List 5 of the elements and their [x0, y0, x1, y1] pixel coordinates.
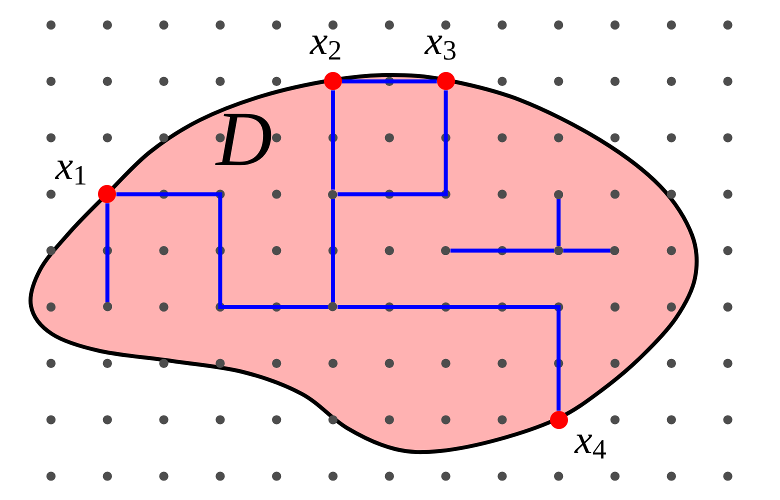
- point-label: x$_{3}$: [424, 21, 457, 62]
- point-label: x$_{2}$: [310, 21, 342, 62]
- domain-label: D: [216, 100, 272, 178]
- point-label: x$_{4}$: [574, 420, 606, 460]
- point-label: x$_{1}$: [55, 146, 88, 186]
